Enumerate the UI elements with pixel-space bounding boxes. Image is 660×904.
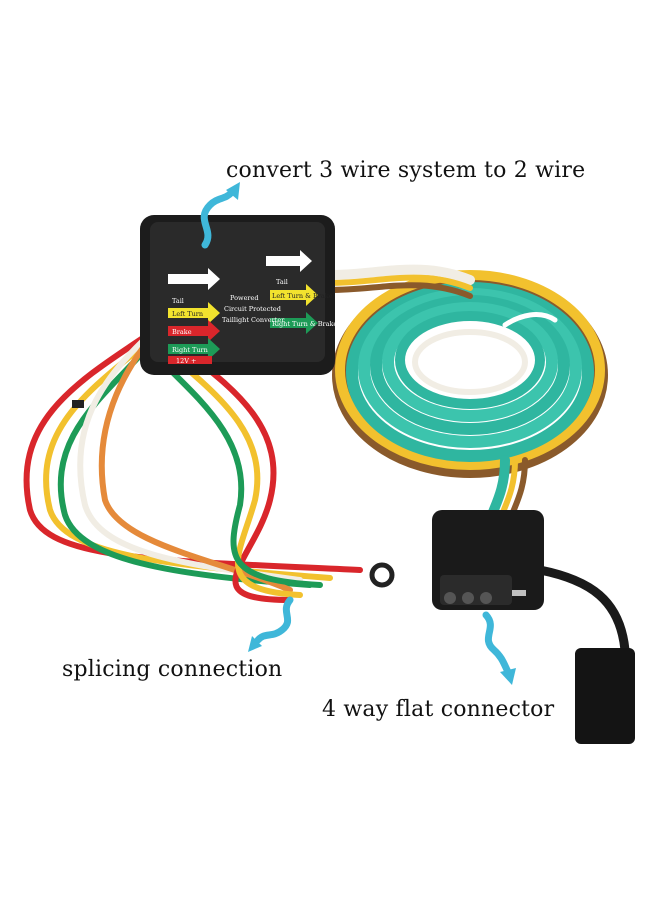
label-right-turn-brake: Right Turn & Brake xyxy=(272,320,337,328)
loose-wire-bundle xyxy=(23,317,395,603)
label-left-turn: Left Turn xyxy=(172,310,203,318)
wavy-arrow-icon xyxy=(248,596,294,652)
wavy-arrow-icon xyxy=(482,611,516,685)
label-center-3: Taillight Converter xyxy=(222,316,285,324)
caption-splicing: splicing connection xyxy=(62,657,283,682)
label-tail-right: Tail xyxy=(276,278,288,286)
label-center-1: Powered xyxy=(230,294,259,302)
label-left-turn-brake: Left Turn & Brake xyxy=(272,292,333,300)
wavy-arrow-icon xyxy=(200,182,240,249)
flat-connector xyxy=(432,510,635,744)
label-tail-left: Tail xyxy=(172,297,184,305)
label-12v: 12V + xyxy=(176,357,196,365)
label-center-2: Circuit Protected xyxy=(224,305,281,313)
coiled-flat-cable xyxy=(325,264,608,525)
label-right-turn: Right Turn xyxy=(172,346,208,354)
caption-convert: convert 3 wire system to 2 wire xyxy=(226,158,586,183)
caption-flat-connector: 4 way flat connector xyxy=(322,697,555,722)
label-brake: Brake xyxy=(172,328,192,336)
converter-module: Tail Left Turn Brake Right Turn 12V + Ta… xyxy=(140,215,337,375)
